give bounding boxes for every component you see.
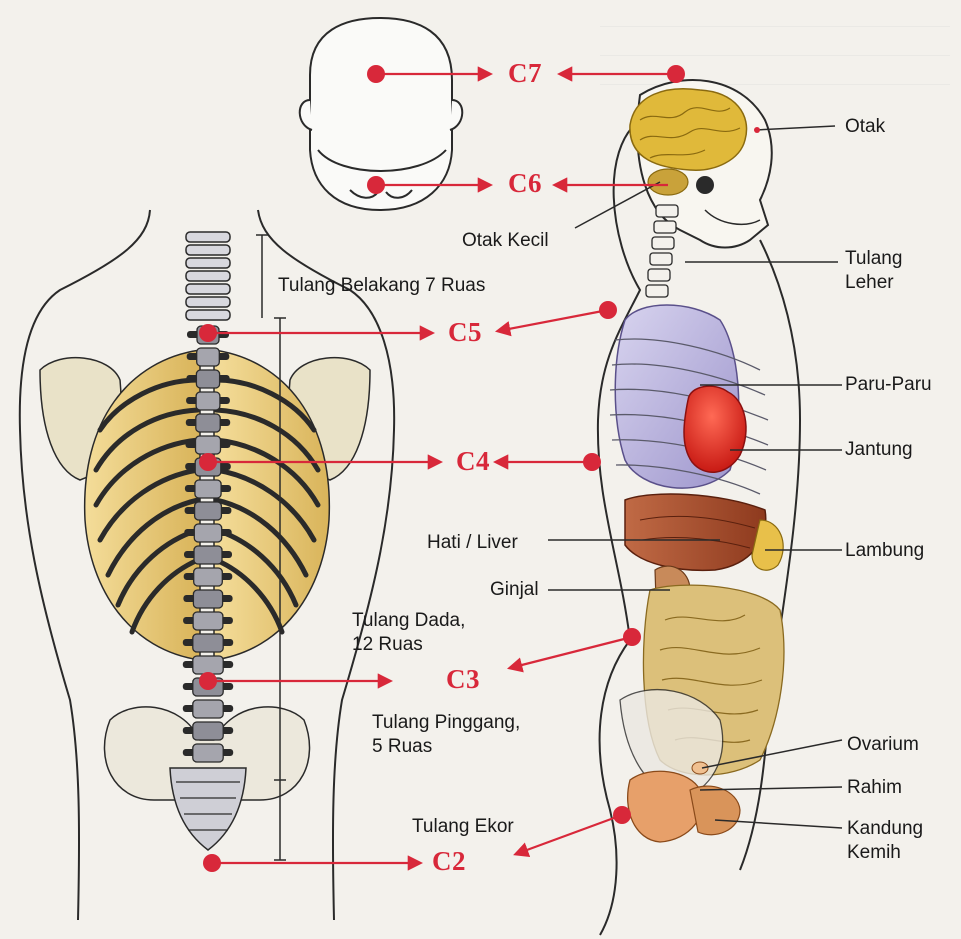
label-tulang-pinggang: Tulang Pinggang, 5 Ruas bbox=[372, 711, 520, 759]
vertebra bbox=[195, 502, 222, 520]
vertebra bbox=[196, 414, 220, 432]
label-lambung: Lambung bbox=[845, 539, 924, 563]
label-tulang-leher: Tulang Leher bbox=[845, 247, 902, 295]
vertebra bbox=[193, 722, 223, 740]
label-otak: Otak bbox=[845, 115, 885, 139]
label-tulang-belakang: Tulang Belakang 7 Ruas bbox=[278, 274, 485, 298]
label-hati-liver: Hati / Liver bbox=[427, 531, 518, 555]
label-tulang-dada: Tulang Dada, 12 Ruas bbox=[352, 609, 465, 657]
point-c5: C5 bbox=[448, 317, 482, 348]
vertebra bbox=[194, 568, 223, 586]
label-ovarium: Ovarium bbox=[847, 733, 919, 757]
label-jantung: Jantung bbox=[845, 438, 913, 462]
vertebra bbox=[196, 436, 221, 454]
cervical-vertebra bbox=[186, 310, 230, 320]
vertebra bbox=[194, 524, 221, 542]
cervical-vertebra bbox=[186, 271, 230, 281]
vertebra bbox=[193, 634, 223, 652]
point-c7: C7 bbox=[508, 58, 542, 89]
vertebra bbox=[194, 546, 222, 564]
label-ginjal: Ginjal bbox=[490, 578, 539, 602]
label-otak-kecil: Otak Kecil bbox=[462, 229, 549, 253]
vertebra bbox=[193, 612, 223, 630]
label-tulang-ekor: Tulang Ekor bbox=[412, 815, 514, 839]
cervical-vertebra bbox=[186, 232, 230, 242]
point-c2: C2 bbox=[432, 846, 466, 877]
vertebra bbox=[193, 656, 223, 674]
cervical-vertebra bbox=[186, 284, 230, 294]
point-c4: C4 bbox=[456, 446, 490, 477]
vertebra bbox=[193, 700, 223, 718]
vertebra bbox=[197, 348, 220, 366]
cervical-vertebra bbox=[186, 297, 230, 307]
vertebra bbox=[193, 744, 223, 762]
vertebra bbox=[195, 480, 221, 498]
vertebra bbox=[193, 590, 222, 608]
vertebra bbox=[196, 392, 220, 410]
label-rahim: Rahim bbox=[847, 776, 902, 800]
point-c3: C3 bbox=[446, 664, 480, 695]
label-kandung-kemih: Kandung Kemih bbox=[847, 817, 923, 865]
sacrum bbox=[170, 768, 246, 850]
label-paru-paru: Paru-Paru bbox=[845, 373, 932, 397]
side-body bbox=[598, 80, 800, 935]
point-c6: C6 bbox=[508, 168, 542, 199]
cervical-vertebra bbox=[186, 245, 230, 255]
cervical-vertebra bbox=[186, 258, 230, 268]
vertebra bbox=[196, 370, 219, 388]
